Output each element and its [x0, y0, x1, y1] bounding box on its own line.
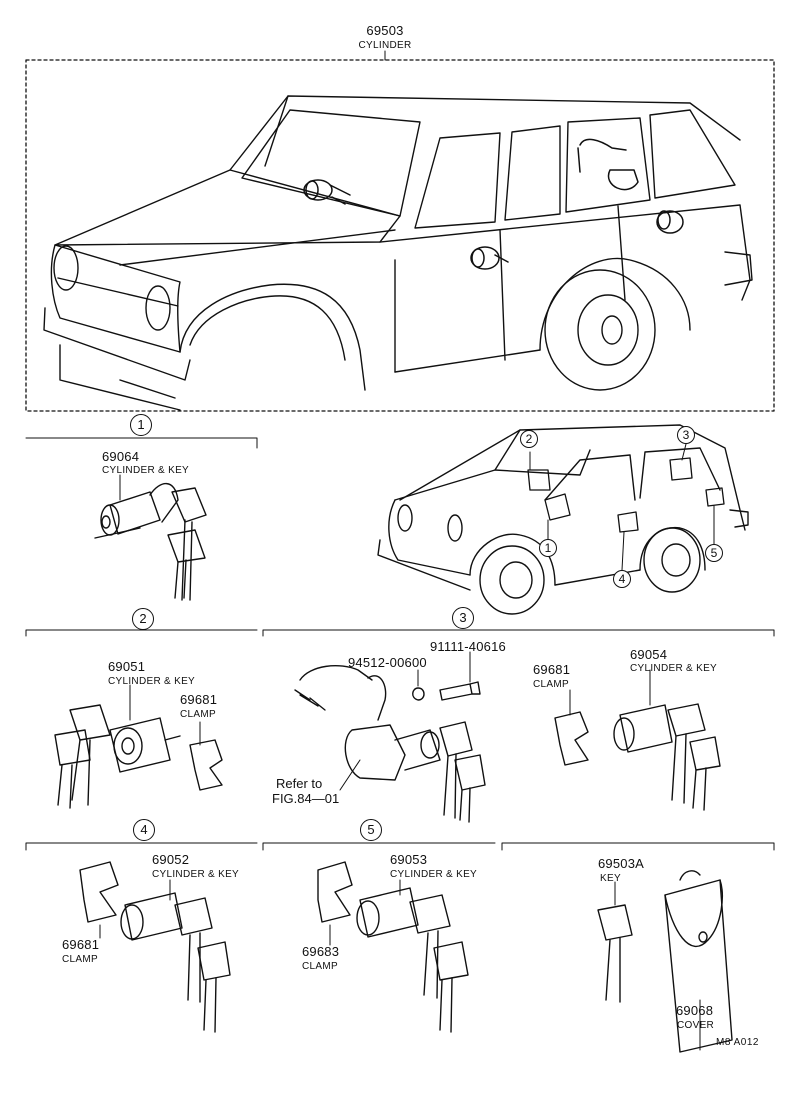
part-number-69068: 69068 [676, 1003, 714, 1018]
part-name-clamp-s4: CLAMP [62, 954, 98, 965]
overview-callout-2: 2 [520, 430, 538, 448]
overview-vehicle-illustration [377, 424, 749, 615]
part-number-69681-s2: 69681 [180, 692, 218, 707]
part-number-69051: 69051 [108, 659, 146, 674]
part-name-69051: CYLINDER & KEY [108, 676, 196, 687]
part-name-clamp-s2: CLAMP [180, 709, 216, 720]
overview-callout-1: 1 [539, 539, 557, 557]
part-number-69053: 69053 [390, 852, 428, 867]
refer-note-line2: FIG.84—01 [272, 791, 340, 806]
vehicle-illustration [43, 95, 753, 411]
part-number-69503: 69503 [366, 23, 404, 38]
part-69052-illustration [79, 861, 231, 1033]
part-name-cover: COVER [677, 1020, 715, 1031]
drawing-code: M8 A012 [716, 1037, 759, 1048]
part-number-69503A: 69503A [598, 856, 645, 871]
part-number-69064: 69064 [102, 449, 140, 464]
section-badge-4: 4 [133, 819, 155, 841]
part-name-clamp-s5: CLAMP [302, 961, 338, 972]
switch-assembly-illustration [294, 651, 486, 823]
part-69051-illustration [54, 684, 223, 809]
refer-note-line1: Refer to [276, 776, 323, 791]
part-number-69683: 69683 [302, 944, 340, 959]
section-badge-2: 2 [132, 608, 154, 630]
section-badge-3: 3 [452, 607, 474, 629]
part-name-cylinder: CYLINDER [358, 40, 412, 51]
top-frame [25, 59, 775, 412]
part-name-69064: CYLINDER & KEY [102, 465, 190, 476]
part-69064-illustration [94, 474, 207, 601]
part-name-69054: CYLINDER & KEY [630, 663, 718, 674]
section-badge-1: 1 [130, 414, 152, 436]
part-name-69052: CYLINDER & KEY [152, 869, 240, 880]
part-name-69053: CYLINDER & KEY [390, 869, 478, 880]
part-69054-illustration [554, 669, 721, 811]
section-badge-5: 5 [360, 819, 382, 841]
overview-callout-5: 5 [705, 544, 723, 562]
part-69053-illustration [317, 861, 469, 1033]
part-number-69054: 69054 [630, 647, 668, 662]
part-number-69681-s4: 69681 [62, 937, 100, 952]
overview-callout-3: 3 [677, 426, 695, 444]
key-and-cover-illustration [597, 870, 733, 1053]
part-name-key: KEY [600, 873, 621, 884]
part-number-94512-00600: 94512-00600 [348, 655, 427, 670]
part-number-91111-40616: 91111-40616 [430, 639, 506, 654]
part-number-69681-s3: 69681 [533, 662, 571, 677]
part-name-clamp-s3: CLAMP [533, 679, 569, 690]
part-number-69052: 69052 [152, 852, 190, 867]
overview-callout-4: 4 [613, 570, 631, 588]
